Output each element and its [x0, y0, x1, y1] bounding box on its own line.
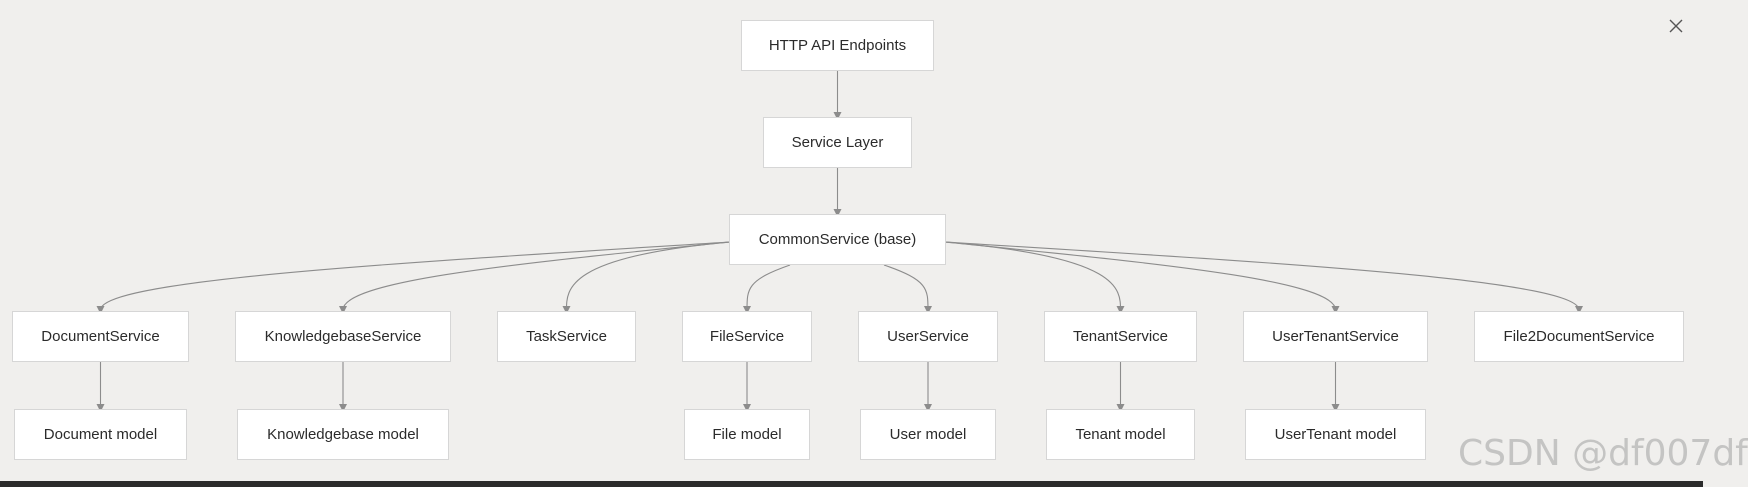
node-user-tenant-model: UserTenant model [1245, 409, 1426, 460]
node-http-api-endpoints: HTTP API Endpoints [741, 20, 934, 71]
node-tenant-service: TenantService [1044, 311, 1197, 362]
close-icon[interactable] [1669, 19, 1683, 33]
node-file-service: FileService [682, 311, 812, 362]
node-knowledgebase-service: KnowledgebaseService [235, 311, 451, 362]
bottom-bar [0, 481, 1703, 487]
node-knowledgebase-model: Knowledgebase model [237, 409, 449, 460]
edge-common-to-user_tenant_service [945, 241, 1340, 314]
node-document-model: Document model [14, 409, 187, 460]
node-common-service: CommonService (base) [729, 214, 946, 265]
close-button[interactable] [1664, 14, 1688, 38]
node-user-service: UserService [858, 311, 998, 362]
node-service-layer: Service Layer [763, 117, 912, 168]
node-user-tenant-service: UserTenantService [1243, 311, 1428, 362]
edge-common-to-file2document_service [945, 241, 1583, 314]
edge-common-to-document_service [96, 241, 730, 314]
edge-common-to-tenant_service [945, 241, 1125, 314]
node-document-service: DocumentService [12, 311, 189, 362]
watermark: CSDN @df007df [1458, 433, 1748, 474]
node-file-model: File model [684, 409, 810, 460]
node-file2document-service: File2DocumentService [1474, 311, 1684, 362]
node-task-service: TaskService [497, 311, 636, 362]
diagram-canvas: HTTP API Endpoints Service Layer CommonS… [0, 14, 1748, 487]
edge-common-to-user_service [883, 264, 932, 314]
edge-common-to-file_service [743, 264, 791, 314]
edge-common-to-task_service [562, 241, 730, 314]
node-tenant-model: Tenant model [1046, 409, 1195, 460]
edges-layer [96, 71, 1583, 412]
edge-common-to-knowledgebase_service [339, 241, 730, 314]
node-user-model: User model [860, 409, 996, 460]
